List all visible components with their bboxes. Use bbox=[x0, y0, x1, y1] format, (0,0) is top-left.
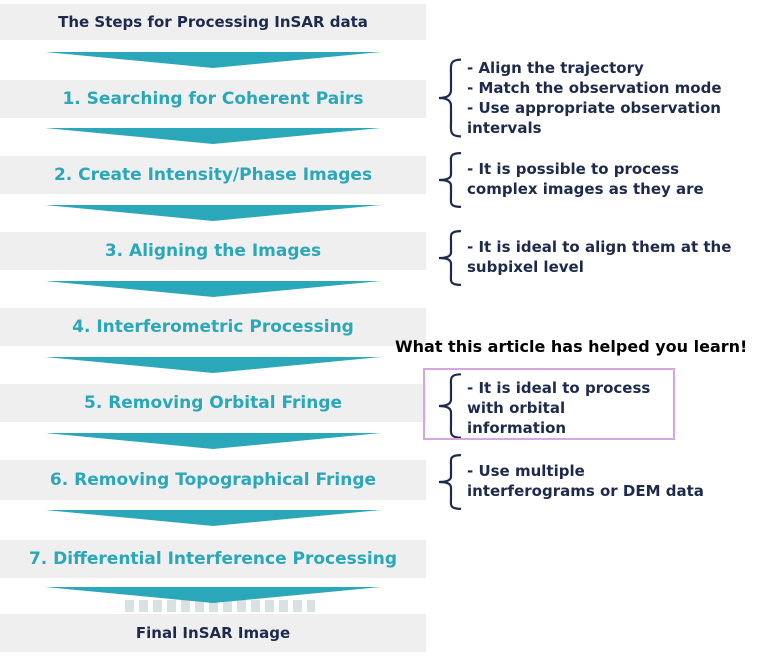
curly-brace-icon bbox=[437, 58, 463, 138]
note-line: information bbox=[467, 419, 567, 437]
flow-arrow-down-icon bbox=[45, 128, 381, 144]
note-line: with orbital bbox=[467, 399, 566, 417]
flow-arrow-down-icon bbox=[45, 357, 381, 373]
flow-title: The Steps for Processing InSAR data bbox=[0, 4, 426, 40]
step-2-create-intensity-phase-images: 2. Create Intensity/Phase Images bbox=[0, 156, 426, 194]
flow-arrow-down-icon bbox=[45, 205, 381, 221]
note-line: - It is ideal to process bbox=[467, 379, 651, 397]
step-3-aligning-images: 3. Aligning the Images bbox=[0, 232, 426, 270]
note-line: - Align the trajectory bbox=[467, 59, 644, 77]
step-4-interferometric-processing: 4. Interferometric Processing bbox=[0, 308, 426, 346]
callout-text: What this article has helped you learn! bbox=[395, 337, 748, 356]
note-step-1: - Align the trajectory - Match the obser… bbox=[467, 58, 722, 138]
curly-brace-icon bbox=[437, 230, 463, 286]
curly-brace-icon bbox=[437, 152, 463, 208]
curly-brace-icon bbox=[437, 373, 463, 439]
flow-arrow-down-icon bbox=[45, 587, 381, 603]
note-step-5: - It is ideal to process with orbital in… bbox=[467, 378, 650, 438]
note-line: - It is ideal to align them at the bbox=[467, 238, 732, 256]
flow-arrow-down-icon bbox=[45, 52, 381, 68]
flow-arrow-down-icon bbox=[45, 510, 381, 526]
note-line: - Match the observation mode bbox=[467, 79, 722, 97]
curly-brace-icon bbox=[437, 454, 463, 510]
flow-arrow-down-icon bbox=[45, 281, 381, 297]
final-step-insar-image: Final InSAR Image bbox=[0, 614, 426, 652]
flow-arrow-down-icon bbox=[45, 433, 381, 449]
step-1-searching-coherent-pairs: 1. Searching for Coherent Pairs bbox=[0, 80, 426, 118]
note-line: - Use appropriate observation bbox=[467, 99, 721, 117]
note-step-3: - It is ideal to align them at the subpi… bbox=[467, 237, 731, 277]
note-line: - Use multiple bbox=[467, 462, 585, 480]
note-step-6: - Use multiple interferograms or DEM dat… bbox=[467, 461, 704, 501]
faded-text-artifact bbox=[125, 600, 315, 612]
note-line: - It is possible to process bbox=[467, 160, 680, 178]
step-5-removing-orbital-fringe: 5. Removing Orbital Fringe bbox=[0, 384, 426, 422]
note-line: subpixel level bbox=[467, 258, 584, 276]
step-6-removing-topographical-fringe: 6. Removing Topographical Fringe bbox=[0, 460, 426, 500]
note-line: interferograms or DEM data bbox=[467, 482, 704, 500]
note-line: intervals bbox=[467, 119, 542, 137]
note-step-2: - It is possible to process complex imag… bbox=[467, 159, 704, 199]
note-line: complex images as they are bbox=[467, 180, 704, 198]
highlight-box bbox=[423, 368, 675, 440]
step-7-differential-interference-processing: 7. Differential Interference Processing bbox=[0, 540, 426, 578]
